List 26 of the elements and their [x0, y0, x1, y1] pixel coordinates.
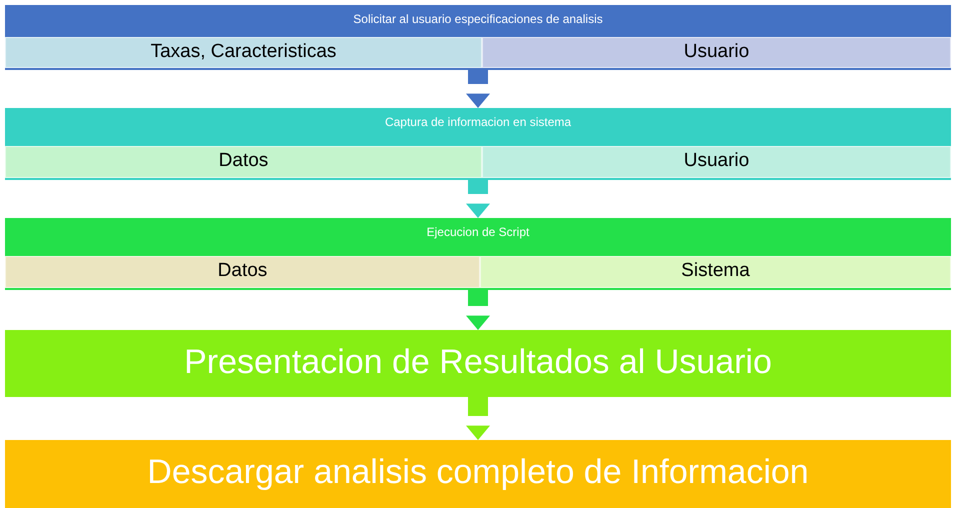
- step-box: [5, 440, 951, 508]
- block-arrow: [466, 397, 490, 440]
- detail-text: Datos: [218, 150, 270, 172]
- detail-box: [5, 256, 480, 288]
- detail-box: [482, 146, 951, 178]
- detail-box: [5, 37, 482, 68]
- step-band: [5, 108, 951, 180]
- detail-box: [480, 256, 951, 288]
- detail-box: [482, 37, 951, 68]
- step-band: [5, 218, 951, 290]
- step-heading: Ejecucion de Script: [426, 225, 530, 239]
- step-text: Presentacion de Resultados al Usuario: [183, 343, 773, 382]
- detail-box: [5, 146, 482, 178]
- block-arrow: [466, 70, 490, 108]
- step-box: [5, 330, 951, 397]
- detail-text: Taxas, Caracteristicas: [150, 41, 338, 63]
- block-arrow: [466, 180, 490, 218]
- block-arrow: [466, 290, 490, 330]
- step-heading: Captura de informacion en sistema: [384, 115, 572, 129]
- detail-text: Usuario: [682, 150, 750, 172]
- detail-text: Datos: [216, 260, 268, 282]
- step-heading: Solicitar al usuario especificaciones de analisis: [352, 12, 604, 26]
- detail-text: Sistema: [680, 260, 751, 282]
- step-band: [5, 5, 951, 70]
- step-text: Descargar analisis completo de Informacion: [146, 453, 810, 492]
- detail-text: Usuario: [682, 41, 750, 63]
